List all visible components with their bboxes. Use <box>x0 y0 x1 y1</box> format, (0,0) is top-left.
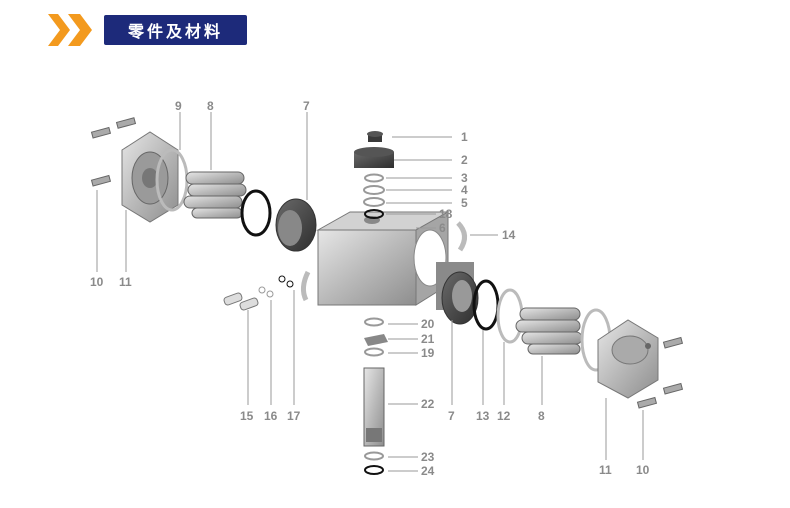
callout-12: 12 <box>497 409 511 423</box>
callout-6: 6 <box>439 221 446 235</box>
ring-4 <box>363 185 385 195</box>
callout-5: 5 <box>461 196 468 210</box>
guide-strip-17 <box>300 270 311 302</box>
callout-11-right: 11 <box>599 463 612 477</box>
oring-17a <box>278 275 286 283</box>
callout-21: 21 <box>421 332 435 346</box>
callout-labels: 1 2 3 4 5 18 6 14 9 8 7 10 11 20 21 19 2… <box>90 99 650 478</box>
callout-8-right: 8 <box>538 409 545 423</box>
right-end-cap <box>597 319 659 399</box>
callout-7-left: 7 <box>303 99 310 113</box>
callout-3: 3 <box>461 171 468 185</box>
section-title-text: 零件及材料 <box>127 22 223 41</box>
callout-23: 23 <box>421 450 435 464</box>
bolts-left <box>90 117 137 187</box>
position-indicator <box>367 131 383 142</box>
leader-lines <box>96 112 644 472</box>
piston-left <box>240 189 317 252</box>
callout-24: 24 <box>421 464 435 478</box>
indicator-base <box>354 147 394 168</box>
callout-8-left: 8 <box>207 99 214 113</box>
callout-16: 16 <box>264 409 278 423</box>
cam-21 <box>364 334 388 346</box>
callout-15: 15 <box>240 409 254 423</box>
springs-left <box>183 171 247 219</box>
callout-13: 13 <box>476 409 490 423</box>
ring-3 <box>364 173 384 183</box>
springs-right <box>515 307 583 355</box>
piston-right <box>436 262 479 325</box>
callout-9: 9 <box>175 99 182 113</box>
oring-24 <box>364 465 384 475</box>
washer-16 <box>266 290 274 298</box>
callout-17: 17 <box>287 409 301 423</box>
section-title: 零件及材料 <box>104 15 247 45</box>
stop-screws <box>223 292 259 311</box>
callout-10-left: 10 <box>90 275 104 289</box>
callout-19: 19 <box>421 346 435 360</box>
callout-7-right: 7 <box>448 409 455 423</box>
callout-1: 1 <box>461 130 468 144</box>
callout-4: 4 <box>461 183 468 197</box>
callout-10-right: 10 <box>636 463 650 477</box>
chevron-icon <box>48 14 92 46</box>
oring-17b <box>286 280 294 288</box>
callout-14: 14 <box>502 228 516 242</box>
callout-11-left: 11 <box>119 275 132 289</box>
oring-12 <box>496 288 524 344</box>
callout-20: 20 <box>421 317 435 331</box>
ring-19 <box>364 347 384 357</box>
bolts-right <box>636 336 684 409</box>
nut-16 <box>258 286 266 294</box>
pinion-shaft <box>363 367 385 447</box>
callout-18: 18 <box>439 207 453 221</box>
ring-5 <box>363 197 385 207</box>
ring-23 <box>364 451 384 461</box>
callout-22: 22 <box>421 397 435 411</box>
actuator-body <box>316 211 450 306</box>
guide-strip-14 <box>456 221 467 252</box>
oring-18 <box>364 209 384 219</box>
ring-20 <box>364 317 384 327</box>
section-header: 零件及材料 <box>0 0 790 60</box>
callout-2: 2 <box>461 153 468 167</box>
